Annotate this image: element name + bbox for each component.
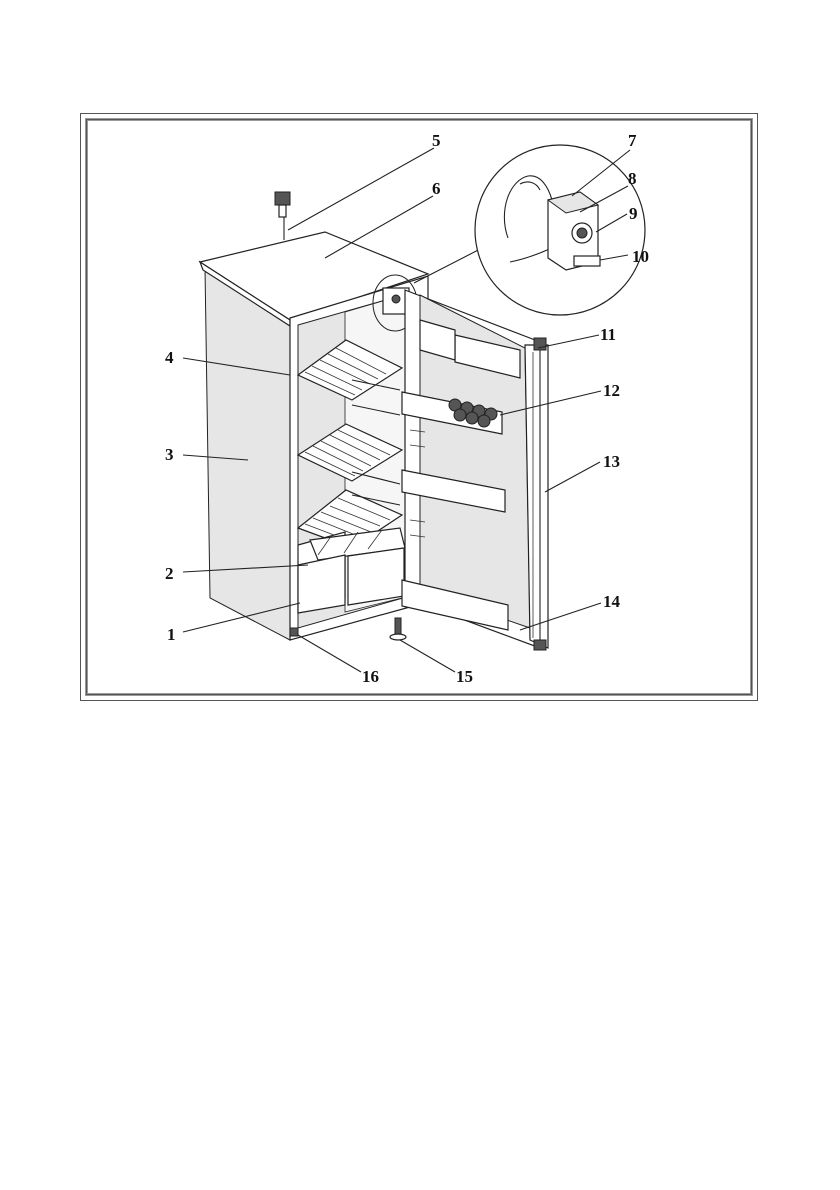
adjustable-foot — [390, 618, 406, 640]
power-plug — [275, 192, 290, 240]
thermostat-knob-small[interactable] — [392, 295, 400, 303]
plug-icon — [275, 192, 290, 205]
callout-2: 2 — [165, 564, 174, 583]
door-hinge-bottom — [534, 640, 546, 650]
roller-foot — [290, 628, 298, 636]
callout-4: 4 — [165, 348, 174, 367]
callout-10: 10 — [632, 247, 649, 266]
cabinet-side-panel — [205, 268, 290, 640]
callout-3: 3 — [165, 445, 174, 464]
crisper-drawer-left — [298, 555, 345, 613]
callout-8: 8 — [628, 169, 637, 188]
door-hinge-top — [534, 338, 546, 350]
callout-15: 15 — [456, 667, 473, 686]
crisper-drawer-right — [348, 548, 404, 605]
callout-11: 11 — [600, 325, 616, 344]
callout-14: 14 — [603, 592, 621, 611]
callout-16: 16 — [362, 667, 379, 686]
light-switch[interactable] — [574, 256, 600, 266]
thermostat-detail — [475, 145, 645, 315]
door — [402, 290, 548, 650]
callout-7: 7 — [628, 131, 637, 150]
callout-9: 9 — [629, 204, 638, 223]
callout-1: 1 — [167, 625, 176, 644]
callout-5: 5 — [432, 131, 441, 150]
callout-12: 12 — [603, 381, 620, 400]
detail-leader — [414, 245, 488, 283]
callout-6: 6 — [432, 179, 441, 198]
callout-13: 13 — [603, 452, 620, 471]
